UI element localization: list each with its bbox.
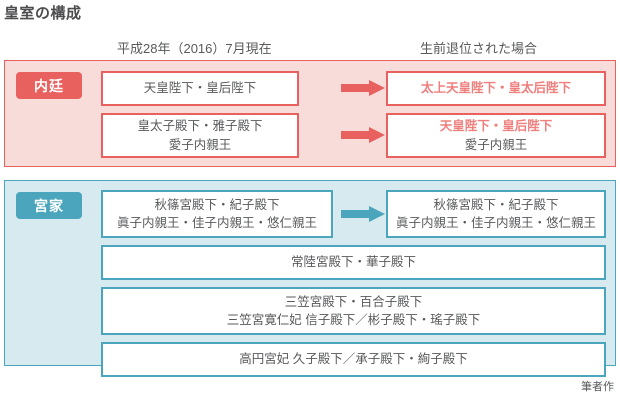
arrow-shaft: [341, 210, 371, 218]
member-line: 天皇陛下・皇后陛下: [143, 81, 257, 96]
arrow-head: [369, 80, 385, 96]
member-line: 秋篠宮殿下・紀子殿下: [433, 197, 559, 212]
member-line: 天皇陛下・皇后陛下: [439, 119, 553, 134]
miyake-wide-row-2: 三笠宮殿下・百合子殿下 三笠宮寛仁妃 信子殿下／彬子殿下・瑤子殿下: [101, 287, 606, 335]
credit-text: 筆者作: [581, 381, 614, 393]
member-line: 皇太子殿下・雅子殿下: [137, 119, 263, 134]
member-line: 秋篠宮殿下・紀子殿下: [154, 197, 280, 212]
column-headers: 平成28年（2016）7月現在 生前退位された場合: [0, 38, 620, 58]
member-line: 三笠宮寛仁妃 信子殿下／彬子殿下・瑤子殿下: [226, 313, 481, 327]
arrow-head: [369, 127, 385, 143]
naitei-row-1-left: 天皇陛下・皇后陛下: [101, 71, 299, 106]
page-title: 皇室の構成: [4, 5, 82, 22]
miyake-wide-row-1: 常陸宮殿下・華子殿下: [101, 245, 606, 280]
member-line: 高円宮妃 久子殿下／承子殿下・絢子殿下: [239, 352, 468, 367]
member-line: 常陸宮殿下・華子殿下: [290, 255, 416, 270]
member-line: 愛子内親王: [168, 137, 232, 152]
miyake-row-1-left: 秋篠宮殿下・紀子殿下 眞子内親王・佳子内親王・悠仁親王: [101, 190, 333, 238]
badge-miyake: 宮家: [16, 192, 82, 219]
section-miyake: 宮家 秋篠宮殿下・紀子殿下 眞子内親王・佳子内親王・悠仁親王 秋篠宮殿下・紀子殿…: [4, 180, 616, 377]
member-line: 三笠宮殿下・百合子殿下: [284, 294, 423, 309]
miyake-row-1-right: 秋篠宮殿下・紀子殿下 眞子内親王・佳子内親王・悠仁親王: [386, 190, 606, 238]
arrow-shaft: [341, 84, 371, 92]
arrow-head: [369, 206, 385, 222]
member-line: 太上天皇陛下・皇太后陛下: [420, 81, 571, 96]
arrow-shaft: [341, 131, 371, 139]
naitei-row-2-right: 天皇陛下・皇后陛下 愛子内親王: [386, 113, 606, 158]
member-line: 眞子内親王・佳子内親王・悠仁親王: [395, 216, 596, 230]
miyake-wide-row-3: 高円宮妃 久子殿下／承子殿下・絢子殿下: [101, 342, 606, 377]
column-header-current: 平成28年（2016）7月現在: [117, 41, 272, 56]
section-naitei: 内廷 天皇陛下・皇后陛下 太上天皇陛下・皇太后陛下 皇太子殿下・雅子殿下 愛子内…: [4, 60, 616, 167]
member-line: 眞子内親王・佳子内親王・悠仁親王: [116, 216, 317, 230]
member-line: 愛子内親王: [464, 137, 528, 152]
naitei-row-1-right: 太上天皇陛下・皇太后陛下: [386, 71, 606, 106]
column-header-abdication: 生前退位された場合: [420, 41, 538, 56]
naitei-row-2-left: 皇太子殿下・雅子殿下 愛子内親王: [101, 113, 299, 158]
badge-naitei: 内廷: [16, 72, 82, 99]
